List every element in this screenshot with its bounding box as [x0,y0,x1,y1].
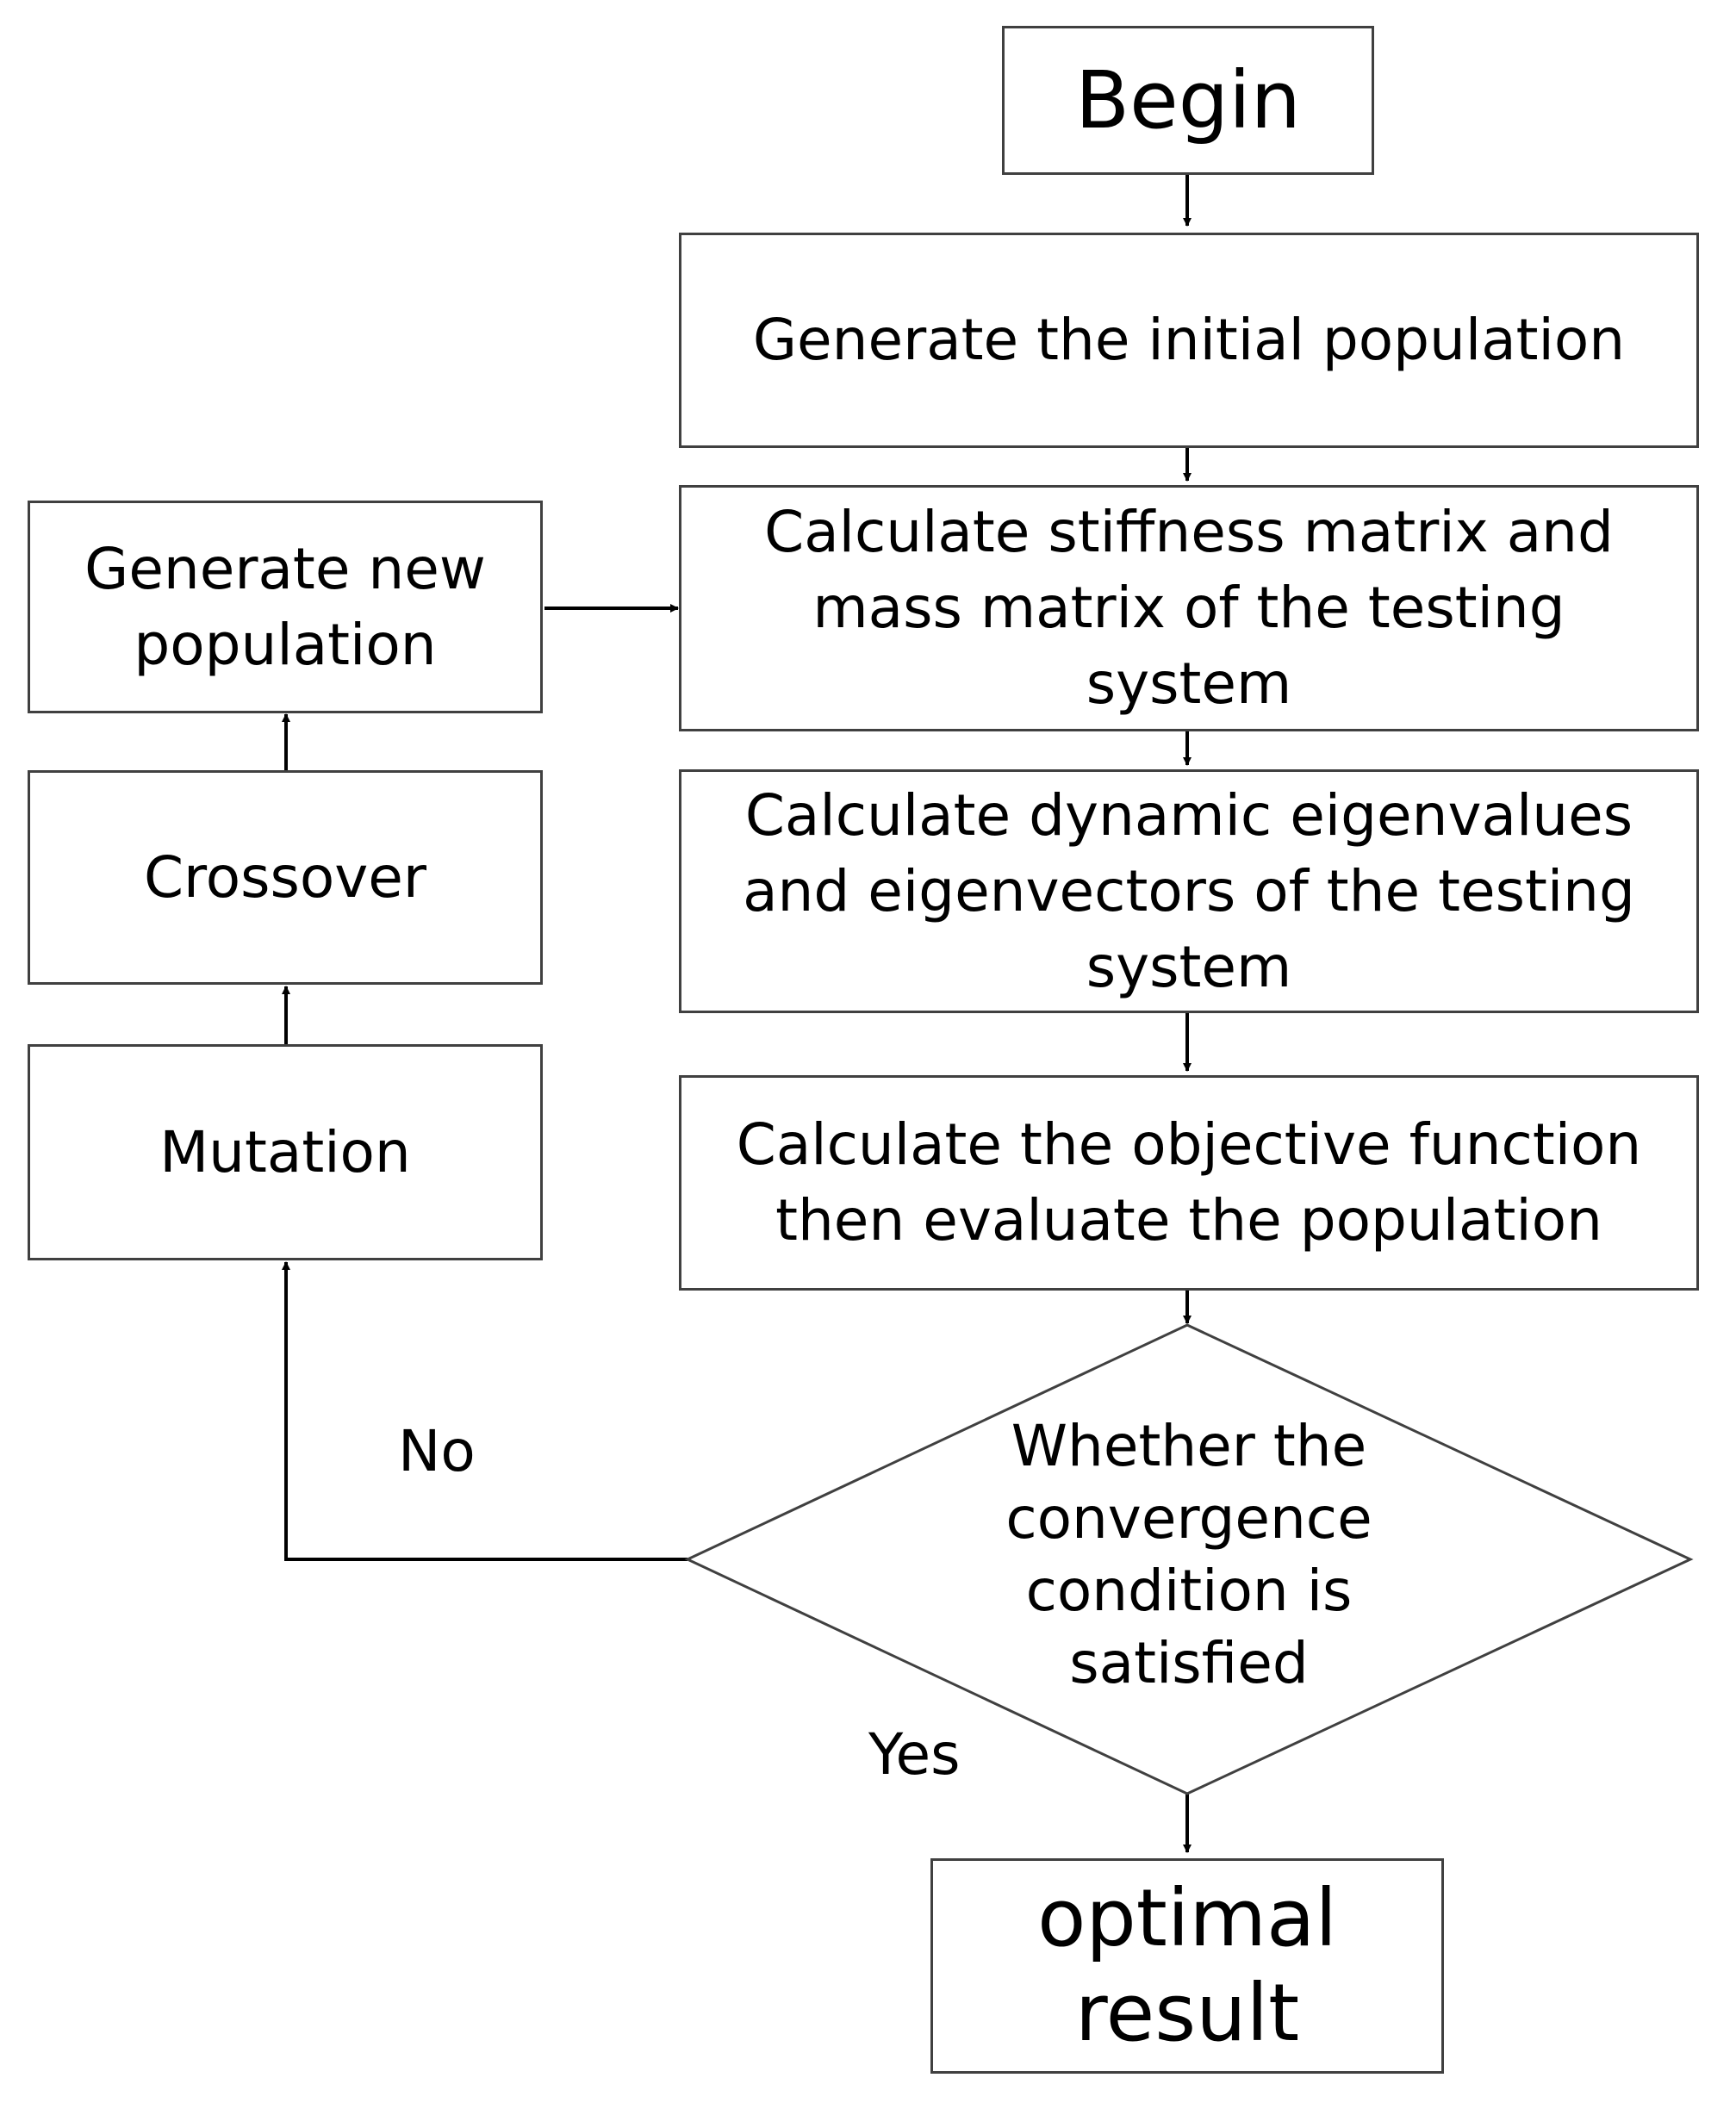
crossover-node: Crossover [28,770,543,985]
calculate-objective-node: Calculate the objective function then ev… [679,1075,1699,1291]
decision-diamond [684,1323,1694,1795]
optimal-result-label: optimal result [1037,1872,1337,2059]
branch-no-label: No [398,1418,476,1484]
crossover-label: Crossover [143,843,427,911]
optimal-result-node: optimal result [930,1858,1444,2074]
mutation-label: Mutation [159,1118,411,1185]
generate-new-population-node: Generate new population [28,501,543,713]
generate-new-population-label: Generate new population [84,535,486,678]
calculate-stiffness-node: Calculate stiffness matrix and mass matr… [679,485,1699,731]
mutation-node: Mutation [28,1044,543,1260]
decision-label: Whether the convergence condition is sat… [1005,1413,1372,1696]
calculate-eigen-label: Calculate dynamic eigenvalues and eigenv… [743,781,1635,1000]
branch-yes-label: Yes [868,1721,961,1788]
begin-label: Begin [1075,53,1301,146]
arrow-decision-no-to-mutation [282,1261,688,1561]
generate-initial-population-node: Generate the initial population [679,233,1699,448]
begin-node: Begin [1002,26,1374,175]
calculate-objective-label: Calculate the objective function then ev… [736,1111,1642,1254]
generate-initial-population-label: Generate the initial population [752,307,1626,373]
calculate-eigen-node: Calculate dynamic eigenvalues and eigenv… [679,769,1699,1013]
calculate-stiffness-label: Calculate stiffness matrix and mass matr… [764,499,1614,717]
